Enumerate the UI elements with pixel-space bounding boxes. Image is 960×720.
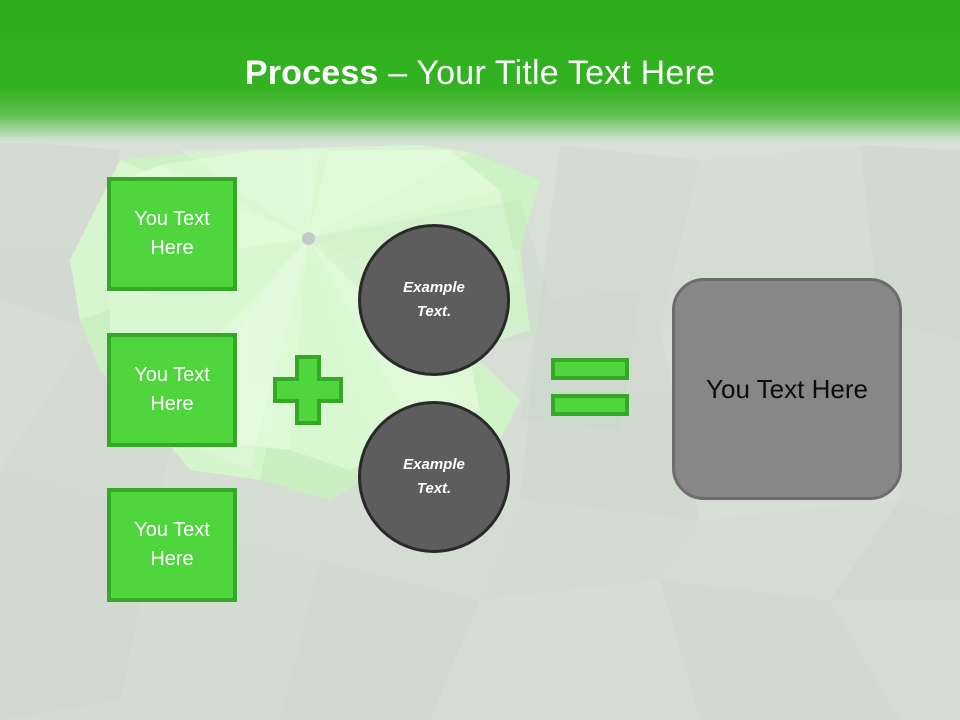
page-title-bold: Process [244,54,389,92]
input-box-1-line1: You Text [134,208,210,230]
process-circle-2-line1: Example [403,456,465,473]
process-circle-2[interactable]: Example Text. [358,401,510,553]
input-box-1-label: You Text Here [134,205,210,263]
equals-icon [551,358,629,416]
input-box-1[interactable]: You Text Here [107,177,237,291]
input-box-3[interactable]: You Text Here [107,488,237,602]
equals-icon-bar-bottom [551,394,629,416]
process-circle-2-line2: Text. [416,480,452,497]
page-title-rest: – Your Title Text Here [388,54,716,92]
input-box-2-label: You Text Here [134,361,210,419]
process-circle-1[interactable]: Example Text. [358,224,510,376]
plus-icon [273,355,343,425]
result-box[interactable]: You Text Here [672,278,902,500]
input-box-3-label: You Text Here [134,516,210,574]
page-title: Process – Your Title Text Here [0,52,960,94]
input-box-1-line2: Here [150,237,194,259]
input-box-2-line1: You Text [134,364,210,386]
input-box-2[interactable]: You Text Here [107,333,237,447]
equals-icon-bar-top [551,358,629,380]
title-band [0,0,960,143]
result-box-label: You Text Here [706,374,868,404]
process-circle-1-line2: Text. [416,303,452,320]
radial-origin-dot [302,232,315,245]
process-circle-1-line1: Example [403,279,465,296]
input-box-2-line2: Here [150,393,194,415]
input-box-3-line1: You Text [134,519,210,541]
input-box-3-line2: Here [150,548,194,570]
